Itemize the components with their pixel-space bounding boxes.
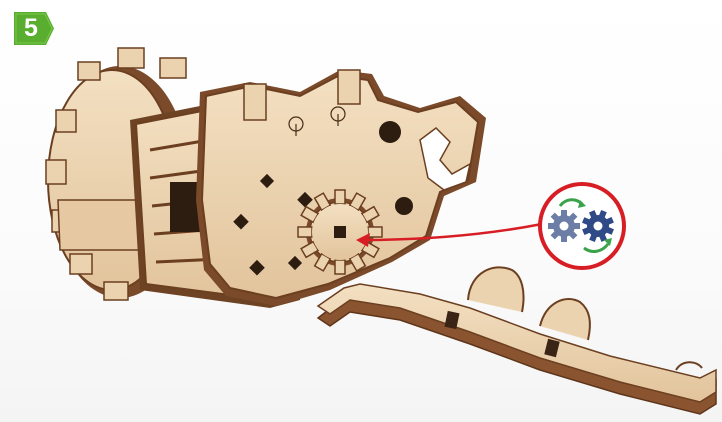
rotation-callout <box>540 184 624 268</box>
gear-icon <box>548 210 580 242</box>
rail-arm <box>318 267 716 414</box>
